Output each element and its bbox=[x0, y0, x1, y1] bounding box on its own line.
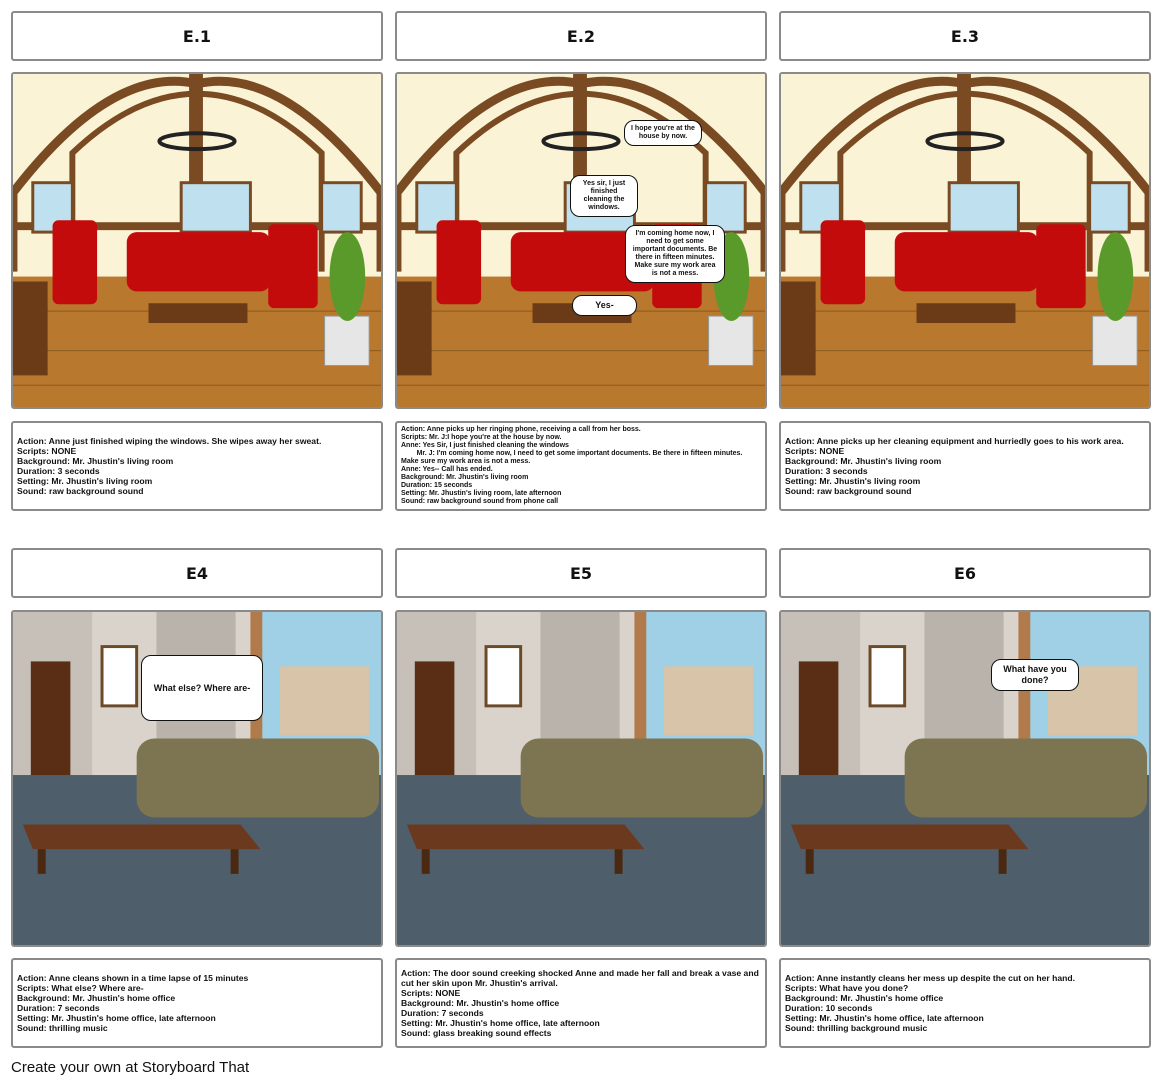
panel-scene-living bbox=[779, 72, 1151, 409]
description-line: Background: Mr. Jhustin's living room bbox=[401, 474, 529, 481]
description-line: Scripts: NONE bbox=[785, 446, 845, 456]
panel-description: Action: Anne instantly cleans her mess u… bbox=[779, 958, 1151, 1048]
panel-description: Action: Anne just finished wiping the wi… bbox=[11, 421, 383, 511]
description-line: Action: The door sound creeking shocked … bbox=[401, 968, 762, 988]
description-line: Sound: raw background sound from phone c… bbox=[401, 498, 559, 505]
speech-bubble: I hope you're at the house by now. bbox=[624, 120, 702, 146]
description-line: Background: Mr. Jhustin's home office bbox=[17, 993, 176, 1003]
panel-title: E6 bbox=[779, 548, 1151, 598]
home-office-scene bbox=[781, 612, 1149, 945]
description-line: Scripts: What else? Where are- bbox=[17, 983, 144, 993]
description-line: Setting: Mr. Jhustin's home office, late… bbox=[785, 1013, 984, 1023]
panel-scene-living bbox=[11, 72, 383, 409]
panel-scene-office: What have you done? bbox=[779, 610, 1151, 947]
description-line: Sound: thrilling background music bbox=[785, 1023, 928, 1033]
description-line: Sound: thrilling music bbox=[17, 1023, 108, 1033]
panel-title: E.1 bbox=[11, 11, 383, 61]
panel-scene-office bbox=[395, 610, 767, 947]
storyboard-that-credit-link[interactable]: Create your own at Storyboard That bbox=[11, 1059, 250, 1076]
description-line: Duration: 3 seconds bbox=[17, 466, 100, 476]
description-line: Action: Anne just finished wiping the wi… bbox=[17, 436, 322, 446]
description-line: Duration: 10 seconds bbox=[785, 1003, 873, 1013]
description-line: Setting: Mr. Jhustin's living room bbox=[785, 476, 921, 486]
description-line: Sound: raw background sound bbox=[17, 486, 144, 496]
panel-title: E4 bbox=[11, 548, 383, 598]
description-line: Action: Anne picks up her cleaning equip… bbox=[785, 436, 1124, 446]
panel-description: Action: Anne picks up her cleaning equip… bbox=[779, 421, 1151, 511]
panel-description: Action: Anne picks up her ringing phone,… bbox=[395, 421, 767, 511]
description-line: Action: Anne instantly cleans her mess u… bbox=[785, 973, 1076, 983]
speech-bubble: Yes sir, I just finished cleaning the wi… bbox=[570, 175, 638, 217]
description-line: Scripts: NONE bbox=[17, 446, 77, 456]
description-line: Setting: Mr. Jhustin's living room, late… bbox=[401, 490, 562, 497]
description-line: Anne: Yes-- Call has ended. bbox=[401, 466, 493, 473]
description-line: Duration: 3 seconds bbox=[785, 466, 868, 476]
panel-title: E.2 bbox=[395, 11, 767, 61]
description-line: Scripts: NONE bbox=[401, 988, 461, 998]
description-line: Anne: Yes Sir, I just finished cleaning … bbox=[401, 442, 569, 449]
description-line: Sound: raw background sound bbox=[785, 486, 912, 496]
panel-description: Action: The door sound creeking shocked … bbox=[395, 958, 767, 1048]
description-line: Scripts: Mr. J:I hope you're at the hous… bbox=[401, 434, 562, 441]
panel-scene-office: What else? Where are- bbox=[11, 610, 383, 947]
description-line: Scripts: What have you done? bbox=[785, 983, 909, 993]
description-line: Action: Anne cleans shown in a time laps… bbox=[17, 973, 249, 983]
description-line: Action: Anne picks up her ringing phone,… bbox=[401, 426, 641, 433]
panel-description: Action: Anne cleans shown in a time laps… bbox=[11, 958, 383, 1048]
speech-bubble: I'm coming home now, I need to get some … bbox=[625, 225, 725, 283]
description-line: Setting: Mr. Jhustin's living room bbox=[17, 476, 153, 486]
speech-bubble: What else? Where are- bbox=[141, 655, 263, 721]
description-line: Sound: glass breaking sound effects bbox=[401, 1028, 552, 1038]
living-room-scene bbox=[13, 74, 381, 407]
description-line: Setting: Mr. Jhustin's home office, late… bbox=[17, 1013, 216, 1023]
speech-bubble: What have you done? bbox=[991, 659, 1079, 691]
description-line: Duration: 7 seconds bbox=[401, 1008, 484, 1018]
description-line: Duration: 15 seconds bbox=[401, 482, 473, 489]
description-line: Background: Mr. Jhustin's home office bbox=[401, 998, 560, 1008]
description-line: Setting: Mr. Jhustin's home office, late… bbox=[401, 1018, 600, 1028]
panel-title: E5 bbox=[395, 548, 767, 598]
panel-scene-living: I hope you're at the house by now. Yes si… bbox=[395, 72, 767, 409]
speech-bubble: Yes- bbox=[572, 295, 637, 316]
description-line: Background: Mr. Jhustin's home office bbox=[785, 993, 944, 1003]
home-office-scene bbox=[397, 612, 765, 945]
panel-title: E.3 bbox=[779, 11, 1151, 61]
description-line: Background: Mr. Jhustin's living room bbox=[785, 456, 942, 466]
description-line: Duration: 7 seconds bbox=[17, 1003, 100, 1013]
description-line: Make sure my work area is not a mess. bbox=[401, 458, 531, 465]
description-line: Background: Mr. Jhustin's living room bbox=[17, 456, 174, 466]
living-room-scene bbox=[781, 74, 1149, 407]
description-line: Mr. J: I'm coming home now, I need to ge… bbox=[401, 450, 743, 457]
